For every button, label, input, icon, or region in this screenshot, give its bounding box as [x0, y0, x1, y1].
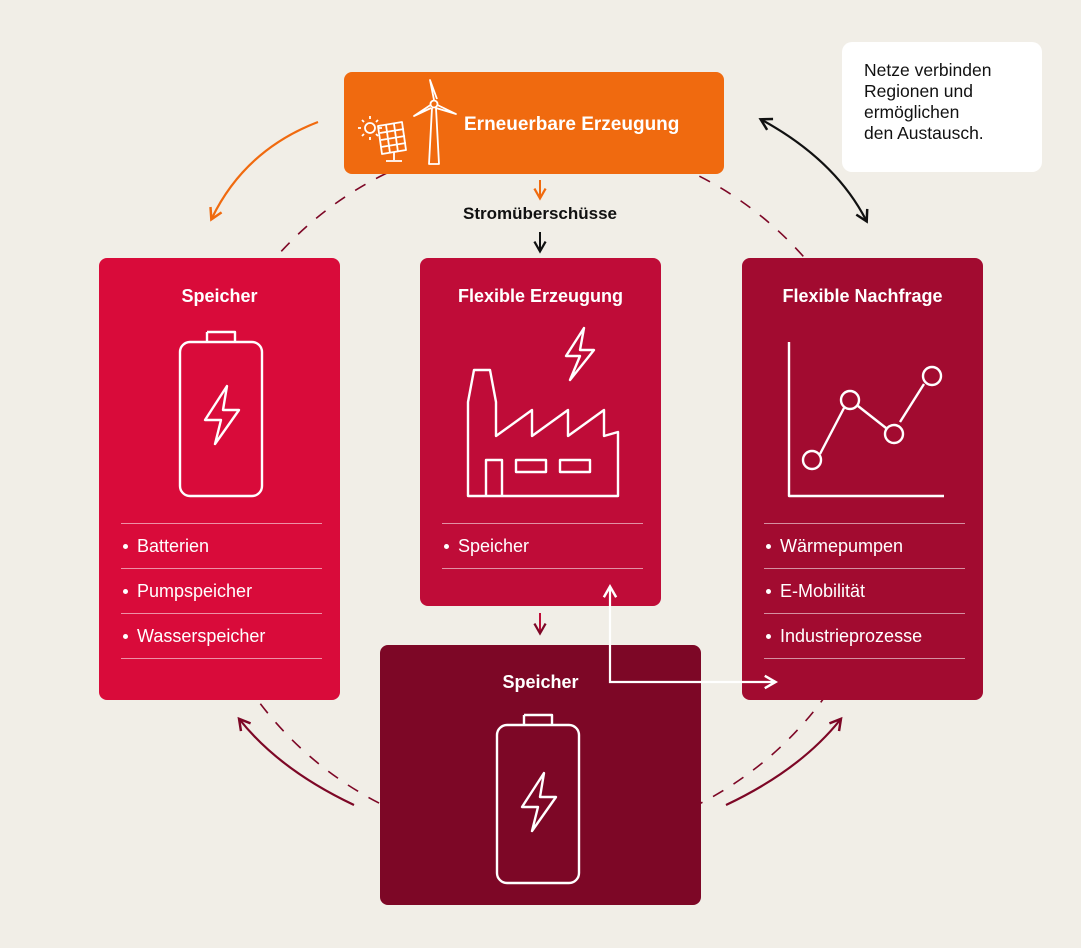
network-callout: Netze verbinden Regionen und ermöglichen… — [842, 42, 1042, 172]
renewable-generation-title: Erneuerbare Erzeugung — [464, 114, 680, 135]
flexible-generation-list: Speicher — [442, 523, 643, 569]
callout-line: ermöglichen — [864, 102, 960, 122]
list-item: Batterien — [121, 523, 322, 568]
list-item: E-Mobilität — [764, 568, 965, 613]
storage-bottom-title: Speicher — [502, 672, 579, 692]
line-chart-icon — [787, 342, 944, 498]
callout-line: Netze verbinden — [864, 60, 992, 80]
arrow-bottom-to-right — [725, 716, 843, 806]
arrow-renewable-to-storage — [209, 120, 319, 222]
list-item: Speicher — [442, 523, 643, 569]
arrow-bottom-to-left — [237, 716, 355, 806]
battery-icon — [178, 330, 264, 498]
flexible-generation-box: Flexible Erzeugung Speicher — [420, 258, 661, 606]
storage-box-left: Speicher Batterien Pumpspeicher Wassersp… — [99, 258, 340, 700]
flexible-demand-list: Wärmepumpen E-Mobilität Industrieprozess… — [764, 523, 965, 659]
flexible-demand-title: Flexible Nachfrage — [782, 286, 943, 306]
storage-left-list: Batterien Pumpspeicher Wasserspeicher — [121, 523, 322, 659]
list-item: Industrieprozesse — [764, 613, 965, 659]
battery-icon — [495, 713, 581, 885]
callout-line: Regionen und — [864, 81, 973, 101]
renewable-generation-box: Erneuerbare Erzeugung — [344, 72, 724, 174]
solar-panel-icon — [358, 116, 407, 162]
list-item: Wasserspeicher — [121, 613, 322, 659]
flexible-generation-title: Flexible Erzeugung — [457, 286, 624, 306]
arrow-network-exchange — [758, 117, 869, 224]
power-surplus-label: Stromüberschüsse — [463, 204, 617, 223]
flexible-demand-box: Flexible Nachfrage Wärmepumpen E-Mobilit… — [742, 258, 983, 700]
factory-icon — [466, 326, 620, 498]
storage-box-bottom: Speicher — [380, 645, 701, 905]
storage-left-title: Speicher — [181, 286, 258, 306]
list-item: Wärmepumpen — [764, 523, 965, 568]
callout-line: den Austausch. — [864, 123, 984, 143]
wind-turbine-icon — [413, 79, 457, 165]
list-item: Pumpspeicher — [121, 568, 322, 613]
